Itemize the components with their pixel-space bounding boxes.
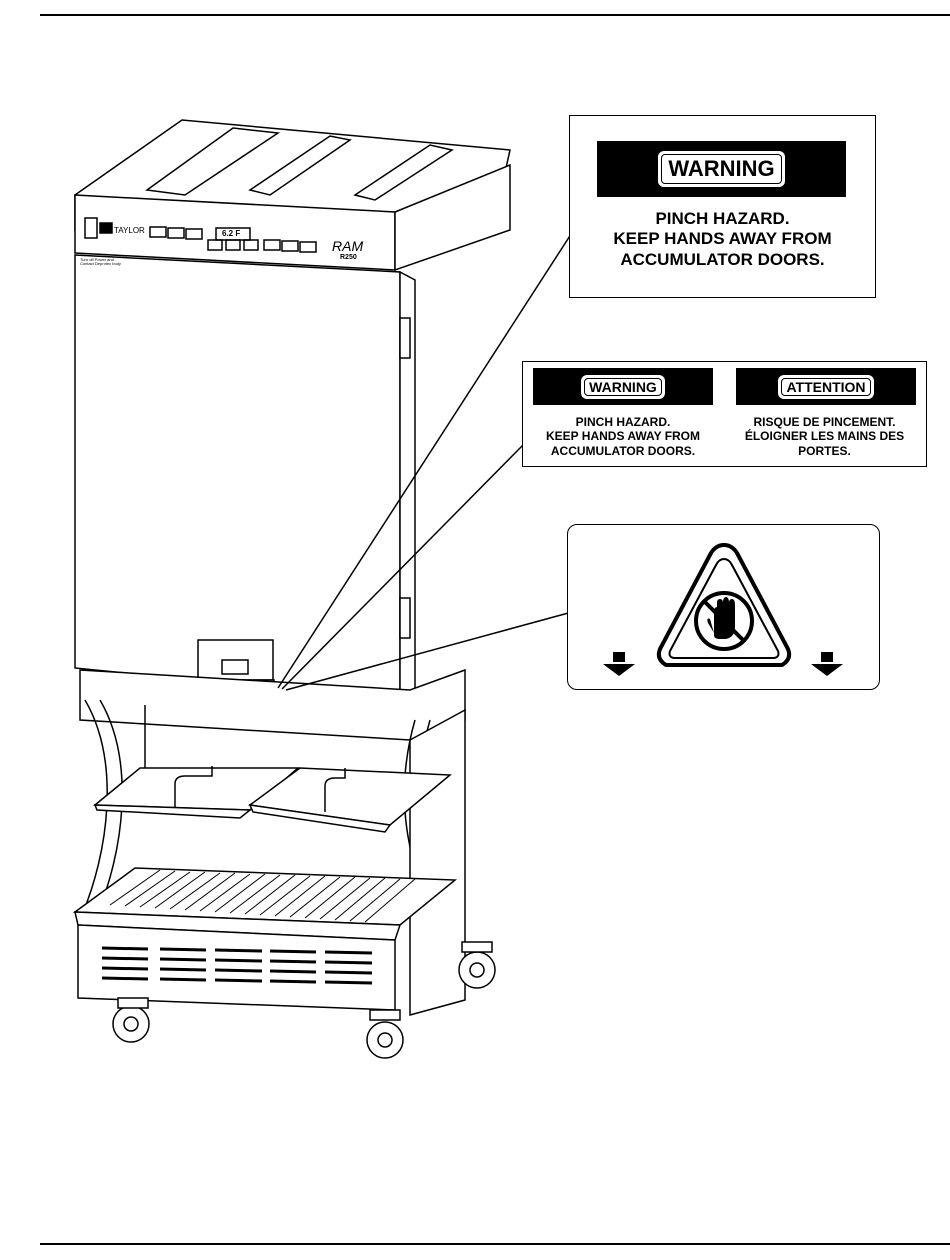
panel-note: Turn off Power and Contact Deprotec body bbox=[80, 258, 122, 267]
warning-line: ACCUMULATOR DOORS. bbox=[570, 250, 875, 270]
arrow-down-icon bbox=[809, 652, 845, 678]
warning-message-fr: RISQUE DE PINCEMENT. ÉLOIGNER LES MAINS … bbox=[723, 415, 926, 458]
warning-label-english: WARNING PINCH HAZARD. KEEP HANDS AWAY FR… bbox=[569, 115, 876, 298]
warning-line: ÉLOIGNER LES MAINS DES bbox=[723, 429, 926, 443]
warning-message: PINCH HAZARD. KEEP HANDS AWAY FROM ACCUM… bbox=[570, 209, 875, 270]
warning-line: KEEP HANDS AWAY FROM bbox=[570, 229, 875, 249]
pictogram-label bbox=[567, 524, 880, 690]
warning-line: RISQUE DE PINCEMENT. bbox=[723, 415, 926, 429]
warning-header: WARNING bbox=[658, 151, 784, 187]
attention-header-fr: ATTENTION bbox=[778, 375, 873, 399]
warning-line: PORTES. bbox=[723, 444, 926, 458]
warning-line: KEEP HANDS AWAY FROM bbox=[523, 429, 723, 443]
attention-banner-fr: ATTENTION bbox=[736, 368, 916, 405]
brand-logo: TAYLOR bbox=[114, 226, 145, 235]
warning-line: PINCH HAZARD. bbox=[523, 415, 723, 429]
warning-message-en: PINCH HAZARD. KEEP HANDS AWAY FROM ACCUM… bbox=[523, 415, 723, 458]
warning-header-en: WARNING bbox=[581, 375, 665, 399]
no-hands-hazard-icon bbox=[654, 537, 794, 677]
warning-line: ACCUMULATOR DOORS. bbox=[523, 444, 723, 458]
warning-banner: WARNING bbox=[597, 141, 846, 197]
arrow-down-icon bbox=[601, 652, 637, 678]
warning-banner-en: WARNING bbox=[533, 368, 713, 405]
warning-label-bilingual: WARNING ATTENTION PINCH HAZARD. KEEP HAN… bbox=[522, 361, 927, 467]
model-number: R250 bbox=[340, 254, 357, 261]
warning-line: PINCH HAZARD. bbox=[570, 209, 875, 229]
model-logo: RAM bbox=[332, 238, 363, 254]
temp-display: 6.2 F bbox=[222, 229, 240, 238]
